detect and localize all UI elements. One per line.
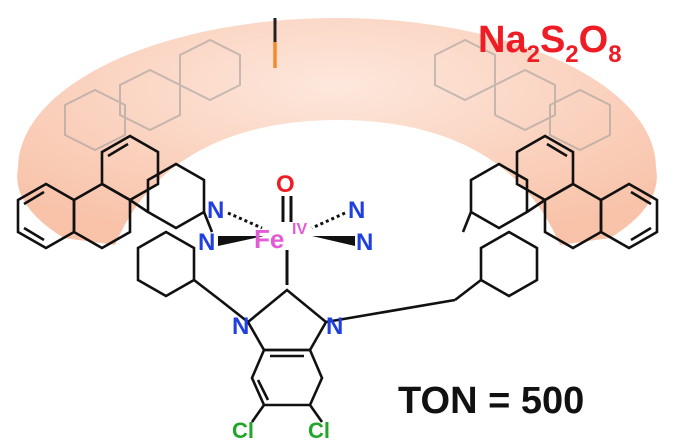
atom-n-bottom-right: N xyxy=(326,313,343,340)
oxidant-formula: Na2S2O8 xyxy=(478,19,622,68)
anthracene-left xyxy=(16,134,160,250)
coordination-bonds xyxy=(218,196,355,285)
atom-labels: O Fe IV N N N N N N Cl Cl xyxy=(198,171,373,441)
ton-label: TON = 500 xyxy=(398,380,584,422)
atom-iron-oxidation-state: IV xyxy=(292,221,307,238)
atom-n-mid-left: N xyxy=(198,229,215,256)
benzimidazole-core xyxy=(219,288,456,423)
atom-n-top-left: N xyxy=(207,197,224,224)
atom-n-top-right: N xyxy=(348,197,365,224)
atom-n-mid-right: N xyxy=(356,229,373,256)
atom-n-bottom-left: N xyxy=(232,313,249,340)
pyridines-left xyxy=(129,162,221,302)
pyridines-right xyxy=(454,162,546,302)
hydrophobic-pocket xyxy=(17,18,657,245)
atom-cl-right: Cl xyxy=(308,418,330,441)
ghost-arenes xyxy=(64,38,611,152)
anthracene-right xyxy=(515,134,659,250)
atom-oxo: O xyxy=(276,171,295,198)
atom-cl-left: Cl xyxy=(232,418,254,441)
atom-iron: Fe xyxy=(254,224,284,254)
